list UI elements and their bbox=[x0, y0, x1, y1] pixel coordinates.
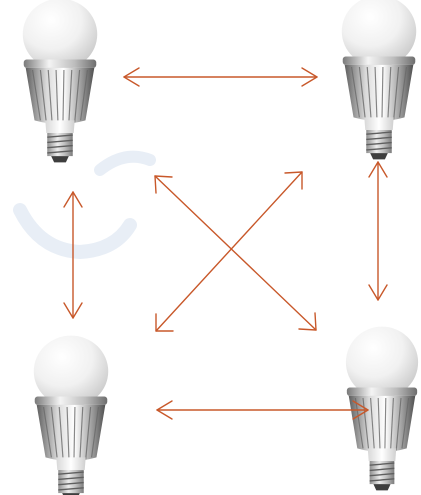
led-bulb-icon bbox=[33, 334, 109, 495]
led-bulb-icon bbox=[345, 325, 419, 492]
arrow-bottom bbox=[156, 400, 369, 420]
watermark bbox=[13, 150, 156, 260]
arrow-top bbox=[123, 67, 318, 87]
led-bulb-icon bbox=[341, 0, 417, 161]
arrow-right bbox=[368, 161, 388, 301]
arrow-left bbox=[63, 191, 83, 319]
led-bulb-icon bbox=[22, 0, 98, 164]
arrow-diagonal-up bbox=[155, 171, 303, 332]
arrow-diagonal-down bbox=[154, 175, 317, 331]
